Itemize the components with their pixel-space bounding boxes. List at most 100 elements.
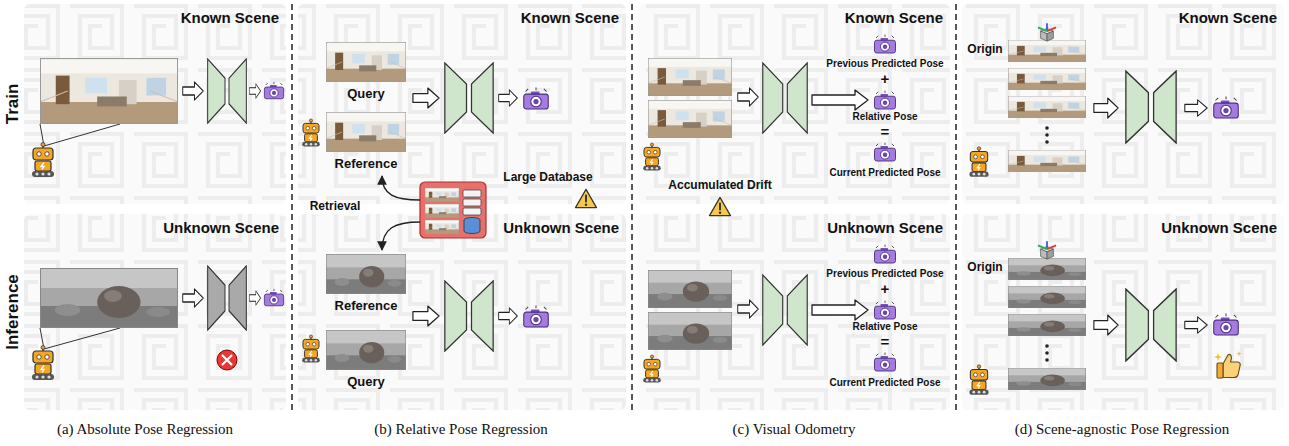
network-symbol <box>763 275 807 345</box>
scene-heading: Known Scene <box>1179 9 1277 27</box>
pose-label: Relative Pose <box>852 321 917 333</box>
panel-caption: (c) Visual Odometry <box>733 421 856 438</box>
row-label: Inference <box>3 274 23 350</box>
panorama-image <box>425 188 459 202</box>
robot-icon <box>302 335 320 363</box>
origin-label: Origin <box>967 261 1002 275</box>
network-symbol <box>208 59 247 123</box>
scene-region: Unknown Scene <box>962 214 1284 410</box>
panel-d-art <box>969 23 1242 394</box>
ellipsis-dots <box>1045 344 1049 362</box>
pose-label: Current Predicted Pose <box>829 167 940 179</box>
view-image: Query <box>326 42 406 102</box>
region-grounds <box>24 214 286 410</box>
network-symbol <box>1126 289 1176 361</box>
network-symbol <box>208 266 247 330</box>
pose-label: Relative Pose <box>852 111 917 123</box>
panorama-image <box>1008 68 1086 90</box>
ellipsis-dots <box>1045 133 1049 137</box>
operator-sign: = <box>881 333 890 350</box>
view-image: Reference <box>326 254 406 314</box>
ellipsis-dots <box>1045 351 1049 355</box>
panel-caption: (d) Scene-agnostic Pose Regression <box>1015 421 1230 438</box>
camera-icon <box>264 289 283 306</box>
database-box <box>463 199 481 206</box>
operator-sign: = <box>881 123 890 140</box>
panorama-image <box>1008 40 1086 62</box>
warning-icon <box>576 189 597 207</box>
retrieval-arrow <box>382 176 420 200</box>
panel-a-art <box>32 58 284 380</box>
panorama-image <box>1008 368 1086 390</box>
panorama-image <box>425 220 459 234</box>
panorama-image <box>40 58 178 124</box>
region-grounds <box>962 4 1284 204</box>
pose-label: Current Predicted Pose <box>829 377 940 389</box>
panorama-image <box>648 312 732 350</box>
camera-icon <box>1214 97 1239 118</box>
ellipsis-dots <box>1045 126 1049 144</box>
region-grounds <box>24 4 286 204</box>
region-grounds <box>962 214 1284 410</box>
robot-icon <box>302 119 320 147</box>
panorama-image <box>1008 150 1086 172</box>
pose-label: Previous Predicted Pose <box>826 268 943 280</box>
network-symbol <box>445 281 493 351</box>
panorama-image <box>326 254 406 294</box>
database-box <box>463 190 481 197</box>
region-grounds <box>24 214 286 410</box>
camera-icon <box>875 353 896 371</box>
robot-icon <box>643 143 661 171</box>
scene-heading: Known Scene <box>181 9 279 27</box>
image-caption: Query <box>347 374 385 390</box>
database-box <box>420 182 486 238</box>
region-grounds <box>298 4 626 204</box>
failure-mark <box>217 350 237 370</box>
panel-a-art <box>44 328 120 349</box>
ellipsis-dots <box>1045 140 1049 144</box>
network-symbol <box>763 63 807 133</box>
hollow-arrow <box>183 82 204 100</box>
panorama-image <box>1008 96 1086 118</box>
robot-icon <box>32 143 54 178</box>
ellipsis-dots <box>1045 126 1049 130</box>
panorama-image <box>326 330 406 370</box>
panorama-image <box>648 270 732 308</box>
hollow-arrow <box>183 289 204 307</box>
panorama-image <box>1008 286 1086 308</box>
view-image: Reference <box>326 112 406 172</box>
region-grounds <box>298 4 626 204</box>
scene-heading: Known Scene <box>845 9 943 27</box>
panorama-image <box>425 204 459 218</box>
camera-icon <box>875 245 896 263</box>
camera-icon <box>875 143 896 161</box>
panorama-image <box>1008 258 1086 280</box>
hollow-arrow <box>413 88 439 108</box>
scene-heading: Unknown Scene <box>827 219 943 237</box>
robot-icon <box>32 346 54 381</box>
network-symbol <box>1126 71 1176 143</box>
scene-heading: Unknown Scene <box>163 219 279 237</box>
hollow-arrow <box>738 300 759 318</box>
camera-icon <box>1214 314 1239 335</box>
hollow-arrow <box>499 308 518 324</box>
panel-caption: (b) Relative Pose Regression <box>374 421 548 438</box>
ellipsis-dots <box>1045 344 1049 348</box>
network-symbol <box>445 63 493 133</box>
scene-heading: Unknown Scene <box>503 219 619 237</box>
scene-heading: Known Scene <box>521 9 619 27</box>
panel-b-art <box>302 42 596 370</box>
hollow-arrow <box>812 90 868 110</box>
robot-icon <box>643 355 661 383</box>
panorama-image <box>1008 314 1086 336</box>
scene-heading: Unknown Scene <box>1161 219 1277 237</box>
thumbs-up-icon <box>1214 351 1242 378</box>
note-label: Accumulated Drift <box>668 179 771 193</box>
image-caption: Reference <box>335 156 398 172</box>
scene-region: Unknown Scene <box>24 214 286 410</box>
axes-icon <box>1038 23 1056 41</box>
region-grounds <box>638 4 950 204</box>
operator-sign: + <box>881 70 890 87</box>
panel-a-art <box>44 124 120 146</box>
